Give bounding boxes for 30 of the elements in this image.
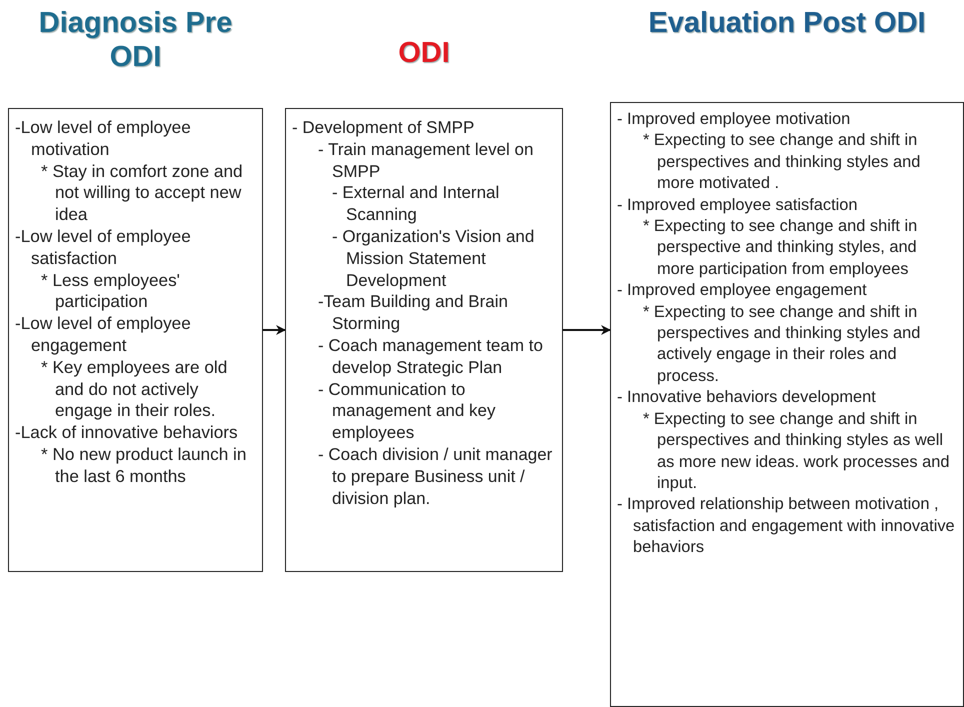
list-item: * Expecting to see change and shift in perspectives and thinking styles and actively engage in their roles and process. [642, 302, 922, 387]
list-item: - Coach management team to develop Strategic Plan [317, 334, 544, 379]
list-item: - Improved employee satisfaction [616, 194, 859, 216]
column-heading: Evaluation Post ODI [647, 6, 927, 40]
list-item: -Lack of innovative behaviors [14, 422, 239, 444]
list-item: - Organization's Vision and Mission Statement Development [331, 226, 536, 292]
list-item: - Development of SMPP [291, 117, 476, 139]
list-item: * Expecting to see change and shift in perspectives and thinking styles as well as more new ideas. work processes and input. [642, 408, 950, 494]
list-item: - Innovative behaviors development [616, 387, 877, 408]
column-heading: Diagnosis Pre ODI [38, 6, 234, 74]
list-item: - Improved employee motivation [616, 109, 852, 130]
list-item: * Stay in comfort zone and not willing to accept new idea [40, 160, 244, 226]
list-item: * Expecting to see change and shift in perspectives and thinking styles and more motivated . [642, 130, 922, 194]
list-item: * No new product launch in the last 6 months [40, 444, 248, 488]
list-item: -Low level of employee motivation [14, 117, 192, 161]
list-item: - Communication to management and key employees [317, 378, 496, 444]
list-item: -Low level of employee satisfaction [14, 226, 192, 270]
column-heading: ODI [397, 36, 451, 70]
arrow [263, 325, 286, 335]
list-item: - Improved relationship between motivation , satisfaction and engagement with innovative behaviors [616, 494, 956, 558]
list-item: * Expecting to see change and shift in perspective and thinking styles, and more participation from employees [642, 216, 918, 280]
list-item: - Improved employee engagement [616, 280, 868, 302]
list-item: - Train management level on SMPP [317, 138, 534, 182]
list-item: -Low level of employee engagement [14, 313, 192, 357]
list-item: * Less employees' participation [40, 270, 181, 314]
list-item: * Key employees are old and do not actively engage in their roles. [40, 356, 228, 422]
list-item: -Team Building and Brain Storming [317, 291, 509, 335]
arrow [563, 325, 611, 335]
list-item: - Coach division / unit manager to prepare Business unit / division plan. [317, 444, 554, 510]
list-item: - External and Internal Scanning [331, 182, 500, 226]
